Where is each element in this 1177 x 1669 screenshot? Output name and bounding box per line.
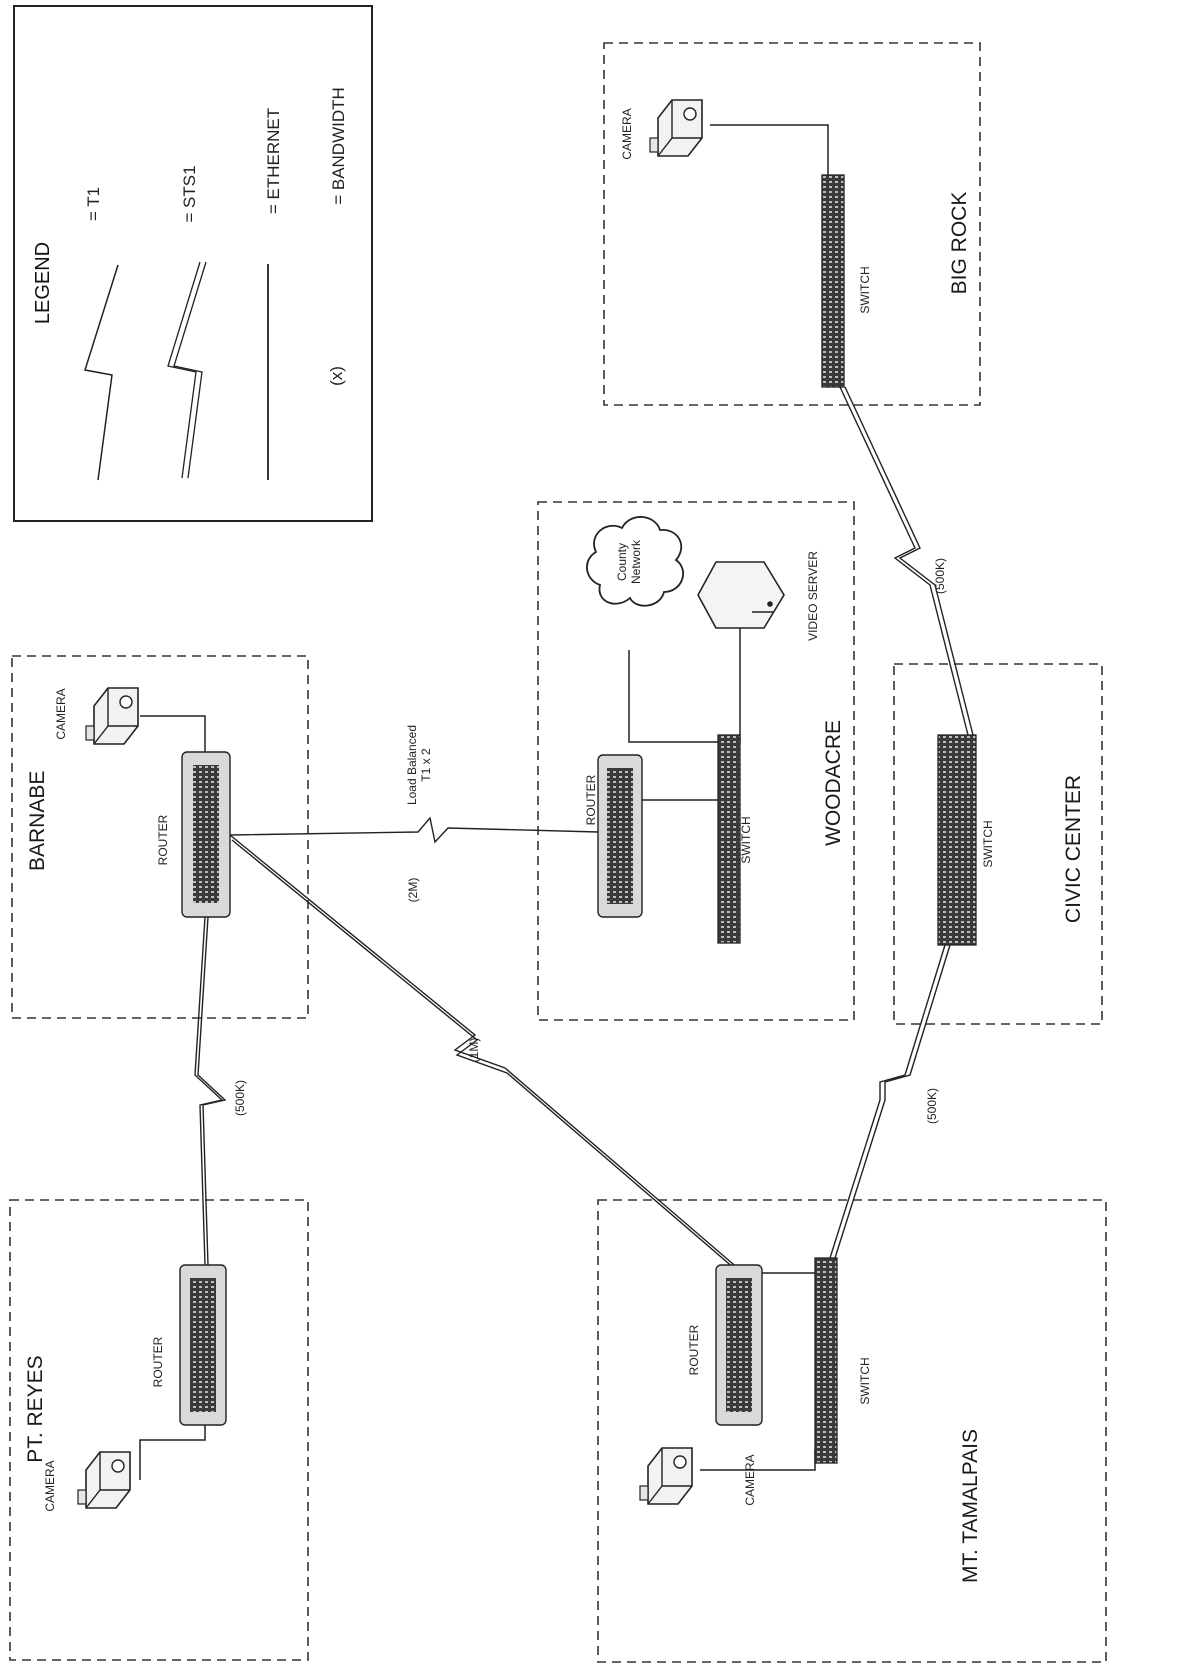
label-switch-woodacre: SWITCH bbox=[739, 816, 753, 864]
eth-woodacre-server-switch bbox=[730, 625, 741, 743]
link-bigrock-civic bbox=[839, 386, 969, 736]
legend-sts1-symbol bbox=[167, 261, 207, 479]
bw-bigrock-civic: (500K) bbox=[933, 557, 947, 595]
bw-civic-tamalpais: (500K) bbox=[925, 1087, 939, 1125]
camera-pt-reyes-icon bbox=[77, 1451, 131, 1509]
link-civic-tam-2 bbox=[834, 944, 951, 1259]
switch-civic-center bbox=[937, 734, 977, 946]
site-name-woodacre: WOODACRE bbox=[822, 720, 845, 846]
camera-barnabe-icon bbox=[85, 687, 139, 745]
site-name-civic-center: CIVIC CENTER bbox=[1062, 774, 1085, 924]
legend-t1-label: = T1 bbox=[84, 186, 103, 222]
label-switch-mt-tamalpais: SWITCH bbox=[858, 1357, 872, 1405]
eth-woodacre-cloud-switch bbox=[628, 650, 718, 743]
label-router-barnabe: ROUTER bbox=[156, 814, 170, 866]
link-barnabe-tam-2 bbox=[231, 839, 743, 1276]
label-camera-big-rock: CAMERA bbox=[620, 108, 634, 160]
legend-ethernet-label: = ETHERNET bbox=[264, 107, 283, 215]
link-barnabe-tam bbox=[229, 834, 741, 1271]
label-router-mt-tamalpais: ROUTER bbox=[687, 1324, 701, 1376]
legend-bandwidth-symbol-text: (x) bbox=[327, 366, 346, 386]
label-camera-barnabe: CAMERA bbox=[54, 688, 68, 740]
legend-t1-symbol bbox=[84, 264, 119, 481]
legend-box bbox=[13, 5, 373, 522]
site-box-big-rock bbox=[603, 42, 981, 406]
county-network-cloud-icon bbox=[586, 516, 684, 607]
eth-bigrock-camera-switch bbox=[710, 124, 829, 175]
wan-links bbox=[194, 386, 974, 1276]
link-bigrock-civic-2 bbox=[844, 386, 974, 736]
link-barnabe-woodacre bbox=[229, 816, 599, 844]
site-name-big-rock: BIG ROCK bbox=[948, 191, 971, 295]
site-box-pt-reyes bbox=[9, 1199, 309, 1661]
site-box-mt-tamalpais bbox=[597, 1199, 1107, 1663]
switch-mt-tamalpais bbox=[814, 1257, 838, 1464]
site-name-barnabe: BARNABE bbox=[26, 770, 49, 871]
bw-reyes-barnabe: (500K) bbox=[233, 1079, 247, 1117]
camera-big-rock-icon bbox=[649, 99, 703, 157]
label-router-woodacre: ROUTER bbox=[584, 774, 598, 826]
site-name-mt-tamalpais: MT. TAMALPAIS bbox=[959, 1428, 982, 1584]
legend-bandwidth-label: = BANDWIDTH bbox=[329, 87, 348, 205]
video-server-icon bbox=[697, 561, 785, 629]
label-router-pt-reyes: ROUTER bbox=[151, 1336, 165, 1388]
legend-title: LEGEND bbox=[32, 241, 54, 325]
switch-big-rock bbox=[821, 174, 845, 388]
camera-mt-tamalpais-icon bbox=[639, 1447, 693, 1505]
switch-woodacre bbox=[717, 734, 741, 944]
legend-sts1-label: = STS1 bbox=[180, 165, 199, 223]
site-box-woodacre bbox=[537, 501, 855, 1021]
eth-reyes-camera-router bbox=[139, 1425, 206, 1480]
label-switch-civic-center: SWITCH bbox=[981, 820, 995, 868]
label-camera-mt-tamalpais: CAMERA bbox=[743, 1454, 757, 1506]
eth-barnabe-camera-router bbox=[140, 715, 206, 752]
link-reyes-barnabe-2 bbox=[197, 916, 227, 1266]
link-reyes-barnabe bbox=[194, 916, 224, 1266]
label-camera-pt-reyes: CAMERA bbox=[43, 1460, 57, 1512]
bw-barnabe-tamalpais: (1M) bbox=[467, 1037, 481, 1063]
label-video-server: VIDEO SERVER bbox=[806, 551, 820, 641]
router-pt-reyes bbox=[179, 1264, 227, 1426]
label-switch-big-rock: SWITCH bbox=[858, 266, 872, 314]
router-barnabe bbox=[181, 751, 231, 918]
router-woodacre bbox=[597, 754, 643, 918]
bw-barnabe-woodacre: (2M) bbox=[406, 877, 420, 903]
link-civic-tam bbox=[829, 944, 946, 1259]
router-mt-tamalpais bbox=[715, 1264, 763, 1426]
label-county-network: County Network bbox=[615, 540, 643, 585]
note-load-balanced: Load Balanced T1 x 2 bbox=[405, 724, 433, 806]
